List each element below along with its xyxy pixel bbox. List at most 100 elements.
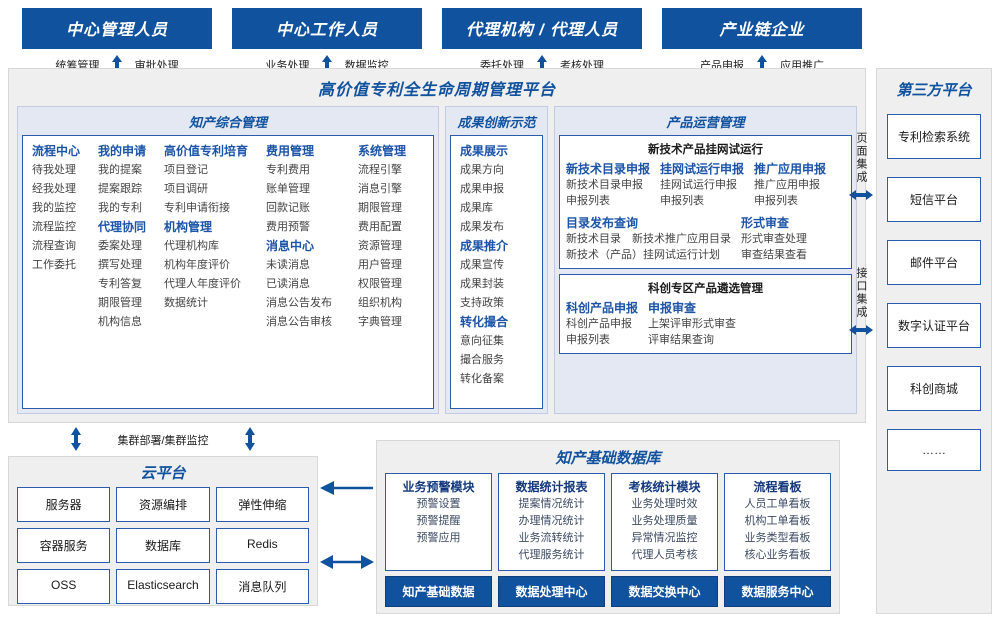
product-ops-item[interactable]: 申报列表 xyxy=(660,195,705,207)
database-item[interactable]: 提案情况统计 xyxy=(518,498,585,510)
actor-center-staff[interactable]: 中心工作人员 业务处理 数据监控 xyxy=(232,8,422,76)
database-footer-item[interactable]: 数据交换中心 xyxy=(611,576,718,607)
product-ops-item[interactable]: 新技术（产品）挂网试运行计划 xyxy=(566,249,720,261)
menu-item[interactable]: 未读消息 xyxy=(266,259,310,271)
menu-item[interactable]: 成果封装 xyxy=(460,278,504,290)
third-party-item[interactable]: 邮件平台 xyxy=(887,240,981,285)
database-item[interactable]: 机构工单看板 xyxy=(744,515,811,527)
menu-item[interactable]: 机构信息 xyxy=(98,316,142,328)
database-item[interactable]: 业务流转统计 xyxy=(518,532,585,544)
menu-item[interactable]: 项目登记 xyxy=(164,164,208,176)
menu-item[interactable]: 账单管理 xyxy=(266,183,310,195)
database-item[interactable]: 异常情况监控 xyxy=(631,532,698,544)
menu-item[interactable]: 成果宣传 xyxy=(460,259,504,271)
product-ops-item[interactable]: 形式审查处理 xyxy=(741,233,807,245)
cloud-cell[interactable]: 资源编排 xyxy=(116,487,210,522)
menu-item[interactable]: 提案跟踪 xyxy=(98,183,142,195)
third-party-item[interactable]: …… xyxy=(887,429,981,471)
menu-item[interactable]: 期限管理 xyxy=(358,202,402,214)
menu-item[interactable]: 流程查询 xyxy=(32,240,76,252)
menu-item[interactable]: 我的监控 xyxy=(32,202,76,214)
database-item[interactable]: 预警提醒 xyxy=(416,515,461,527)
menu-item[interactable]: 成果方向 xyxy=(460,164,504,176)
cloud-cell[interactable]: Redis xyxy=(215,528,309,563)
menu-item[interactable]: 工作委托 xyxy=(32,259,76,271)
menu-item[interactable]: 专利答复 xyxy=(98,278,142,290)
menu-item[interactable]: 消息公告审核 xyxy=(266,316,332,328)
menu-item[interactable]: 成果申报 xyxy=(460,183,504,195)
product-ops-item[interactable]: 挂网试运行申报 xyxy=(660,179,738,191)
database-item[interactable]: 预警应用 xyxy=(416,532,461,544)
menu-item[interactable]: 委案处理 xyxy=(98,240,142,252)
cloud-cell[interactable]: 消息队列 xyxy=(215,569,309,604)
database-item[interactable]: 核心业务看板 xyxy=(744,549,811,561)
menu-item[interactable]: 成果库 xyxy=(460,202,493,214)
menu-item[interactable]: 撰写处理 xyxy=(98,259,142,271)
menu-item[interactable]: 我的专利 xyxy=(98,202,142,214)
menu-item[interactable]: 期限管理 xyxy=(98,297,142,309)
product-ops-item[interactable]: 审查结果查看 xyxy=(741,249,807,261)
product-ops-item[interactable]: 科创产品申报 xyxy=(566,318,632,330)
menu-item[interactable]: 意向征集 xyxy=(460,335,504,347)
database-item[interactable]: 预警设置 xyxy=(416,498,461,510)
cloud-cell[interactable]: 数据库 xyxy=(116,528,210,563)
cloud-cell[interactable]: 容器服务 xyxy=(17,528,111,563)
third-party-item[interactable]: 数字认证平台 xyxy=(887,303,981,348)
menu-item[interactable]: 支持政策 xyxy=(460,297,504,309)
database-item[interactable]: 办理情况统计 xyxy=(518,515,585,527)
menu-item[interactable]: 已读消息 xyxy=(266,278,310,290)
menu-item[interactable]: 转化备案 xyxy=(460,373,504,385)
menu-item[interactable]: 费用预警 xyxy=(266,221,310,233)
actor-industry-enterprise[interactable]: 产业链企业 产品申报 应用推广 xyxy=(662,8,862,76)
database-footer-item[interactable]: 数据处理中心 xyxy=(498,576,605,607)
product-ops-item[interactable]: 评审结果查询 xyxy=(648,334,715,346)
menu-item[interactable]: 流程引擎 xyxy=(358,164,402,176)
third-party-item[interactable]: 短信平台 xyxy=(887,177,981,222)
database-item[interactable]: 人员工单看板 xyxy=(744,498,811,510)
database-item[interactable]: 代理人员考核 xyxy=(631,549,698,561)
menu-item[interactable]: 机构年度评价 xyxy=(164,259,230,271)
product-ops-item[interactable]: 申报列表 xyxy=(566,195,610,207)
cloud-cell[interactable]: 服务器 xyxy=(17,487,111,522)
menu-item[interactable]: 撮合服务 xyxy=(460,354,504,366)
actor-center-admin[interactable]: 中心管理人员 统筹管理 审批处理 xyxy=(22,8,212,76)
database-item[interactable]: 代理服务统计 xyxy=(518,549,585,561)
product-ops-item[interactable]: 新技术目录 新技术推广应用目录 xyxy=(566,233,731,245)
product-ops-item[interactable]: 申报列表 xyxy=(754,195,799,207)
actor-agency[interactable]: 代理机构 / 代理人员 委托处理 考核处理 xyxy=(442,8,642,76)
third-party-item[interactable]: 专利检索系统 xyxy=(887,114,981,159)
menu-item[interactable]: 成果发布 xyxy=(460,221,504,233)
product-ops-item[interactable]: 新技术目录申报 xyxy=(566,179,643,191)
cloud-cell[interactable]: Elasticsearch xyxy=(116,569,210,604)
menu-item[interactable]: 资源管理 xyxy=(358,240,402,252)
menu-item[interactable]: 数据统计 xyxy=(164,297,208,309)
menu-item[interactable]: 用户管理 xyxy=(358,259,402,271)
menu-item[interactable]: 项目调研 xyxy=(164,183,208,195)
menu-item[interactable]: 专利申请衔接 xyxy=(164,202,230,214)
database-item[interactable]: 业务处理质量 xyxy=(631,515,698,527)
product-ops-item[interactable]: 推广应用申报 xyxy=(754,179,821,191)
database-item[interactable]: 业务类型看板 xyxy=(744,532,811,544)
menu-item[interactable]: 消息引擎 xyxy=(358,183,402,195)
menu-item[interactable]: 代理人年度评价 xyxy=(164,278,241,290)
product-ops-item[interactable]: 申报列表 xyxy=(566,334,610,346)
menu-item[interactable]: 组织机构 xyxy=(358,297,402,309)
menu-item[interactable]: 权限管理 xyxy=(358,278,402,290)
cloud-cell[interactable]: OSS xyxy=(17,569,111,604)
menu-item[interactable]: 回款记账 xyxy=(266,202,310,214)
cloud-cell[interactable]: 弹性伸缩 xyxy=(215,487,309,522)
product-ops-item[interactable]: 上架评审形式审查 xyxy=(648,318,737,330)
menu-item[interactable]: 费用配置 xyxy=(358,221,402,233)
database-item[interactable]: 业务处理时效 xyxy=(631,498,698,510)
menu-item[interactable]: 待我处理 xyxy=(32,164,76,176)
menu-item[interactable]: 消息公告发布 xyxy=(266,297,332,309)
menu-item[interactable]: 专利费用 xyxy=(266,164,310,176)
menu-item[interactable]: 字典管理 xyxy=(358,316,402,328)
menu-item[interactable]: 我的提案 xyxy=(98,164,142,176)
menu-item[interactable]: 代理机构库 xyxy=(164,240,219,252)
third-party-item[interactable]: 科创商城 xyxy=(887,366,981,411)
menu-item[interactable]: 经我处理 xyxy=(32,183,76,195)
database-footer-item[interactable]: 知产基础数据 xyxy=(385,576,492,607)
database-footer-item[interactable]: 数据服务中心 xyxy=(724,576,831,607)
menu-item[interactable]: 流程监控 xyxy=(32,221,76,233)
